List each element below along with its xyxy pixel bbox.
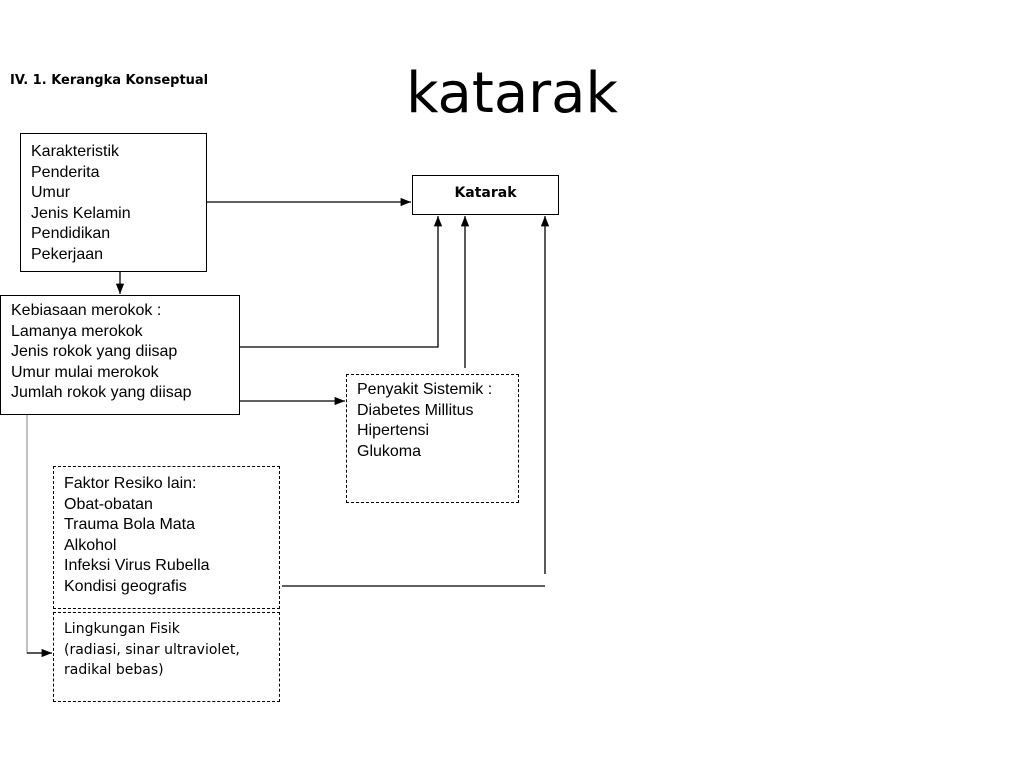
kebiasaan-merokok-box: Kebiasaan merokok : Lamanya merokok Jeni… [0,295,240,415]
faktor-line: Alkohol [64,536,117,554]
katarak-label: Katarak [454,185,517,201]
karakteristik-line: Pendidikan [31,225,111,242]
karakteristik-line: Penderita [31,163,100,181]
faktor-line: Trauma Bola Mata [64,516,196,533]
lingkungan-line: (radiasi, sinar ultraviolet, [64,641,240,658]
arrow-kebiasaan-to-katarak [240,216,443,348]
karakteristik-line: Karakteristik [31,143,120,160]
faktor-line: Kondisi geografis [64,577,187,595]
penyakit-line: Diabetes Millitus [357,401,474,419]
kebiasaan-line: Jumlah rokok yang diisap [11,384,192,401]
section-label: IV. 1. Kerangka Konseptual [10,73,209,88]
karakteristik-line: Pekerjaan [31,245,104,263]
karakteristik-line: Jenis Kelamin [31,204,131,222]
page-title: katarak [406,61,618,126]
penyakit-line: Penyakit Sistemik : [357,381,493,398]
kebiasaan-line: Umur mulai merokok [11,363,159,381]
karakteristik-box: Karakteristik Penderita Umur Jenis Kelam… [20,133,207,272]
faktor-line: Faktor Resiko lain: [64,475,197,492]
karakteristik-line: Umur [31,184,71,201]
faktor-line: Infeksi Virus Rubella [64,557,210,574]
kebiasaan-line: Lamanya merokok [11,322,143,340]
lingkungan-line: Lingkungan Fisik [64,621,180,637]
faktor-line: Obat-obatan [64,495,153,513]
lingkungan-fisik-box: Lingkungan Fisik (radiasi, sinar ultravi… [53,612,280,702]
penyakit-sistemik-box: Penyakit Sistemik : Diabetes Millitus Hi… [346,374,519,503]
kebiasaan-line: Kebiasaan merokok : [11,302,162,319]
penyakit-line: Hipertensi [357,422,430,439]
katarak-box: Katarak [412,175,559,215]
kebiasaan-line: Jenis rokok yang diisap [11,343,178,360]
faktor-resiko-box: Faktor Resiko lain: Obat-obatan Trauma B… [53,466,280,609]
lingkungan-line: radikal bebas) [64,662,164,678]
penyakit-line: Glukoma [357,442,422,460]
arrow-kebiasaan-to-lingkungan [26,415,52,654]
